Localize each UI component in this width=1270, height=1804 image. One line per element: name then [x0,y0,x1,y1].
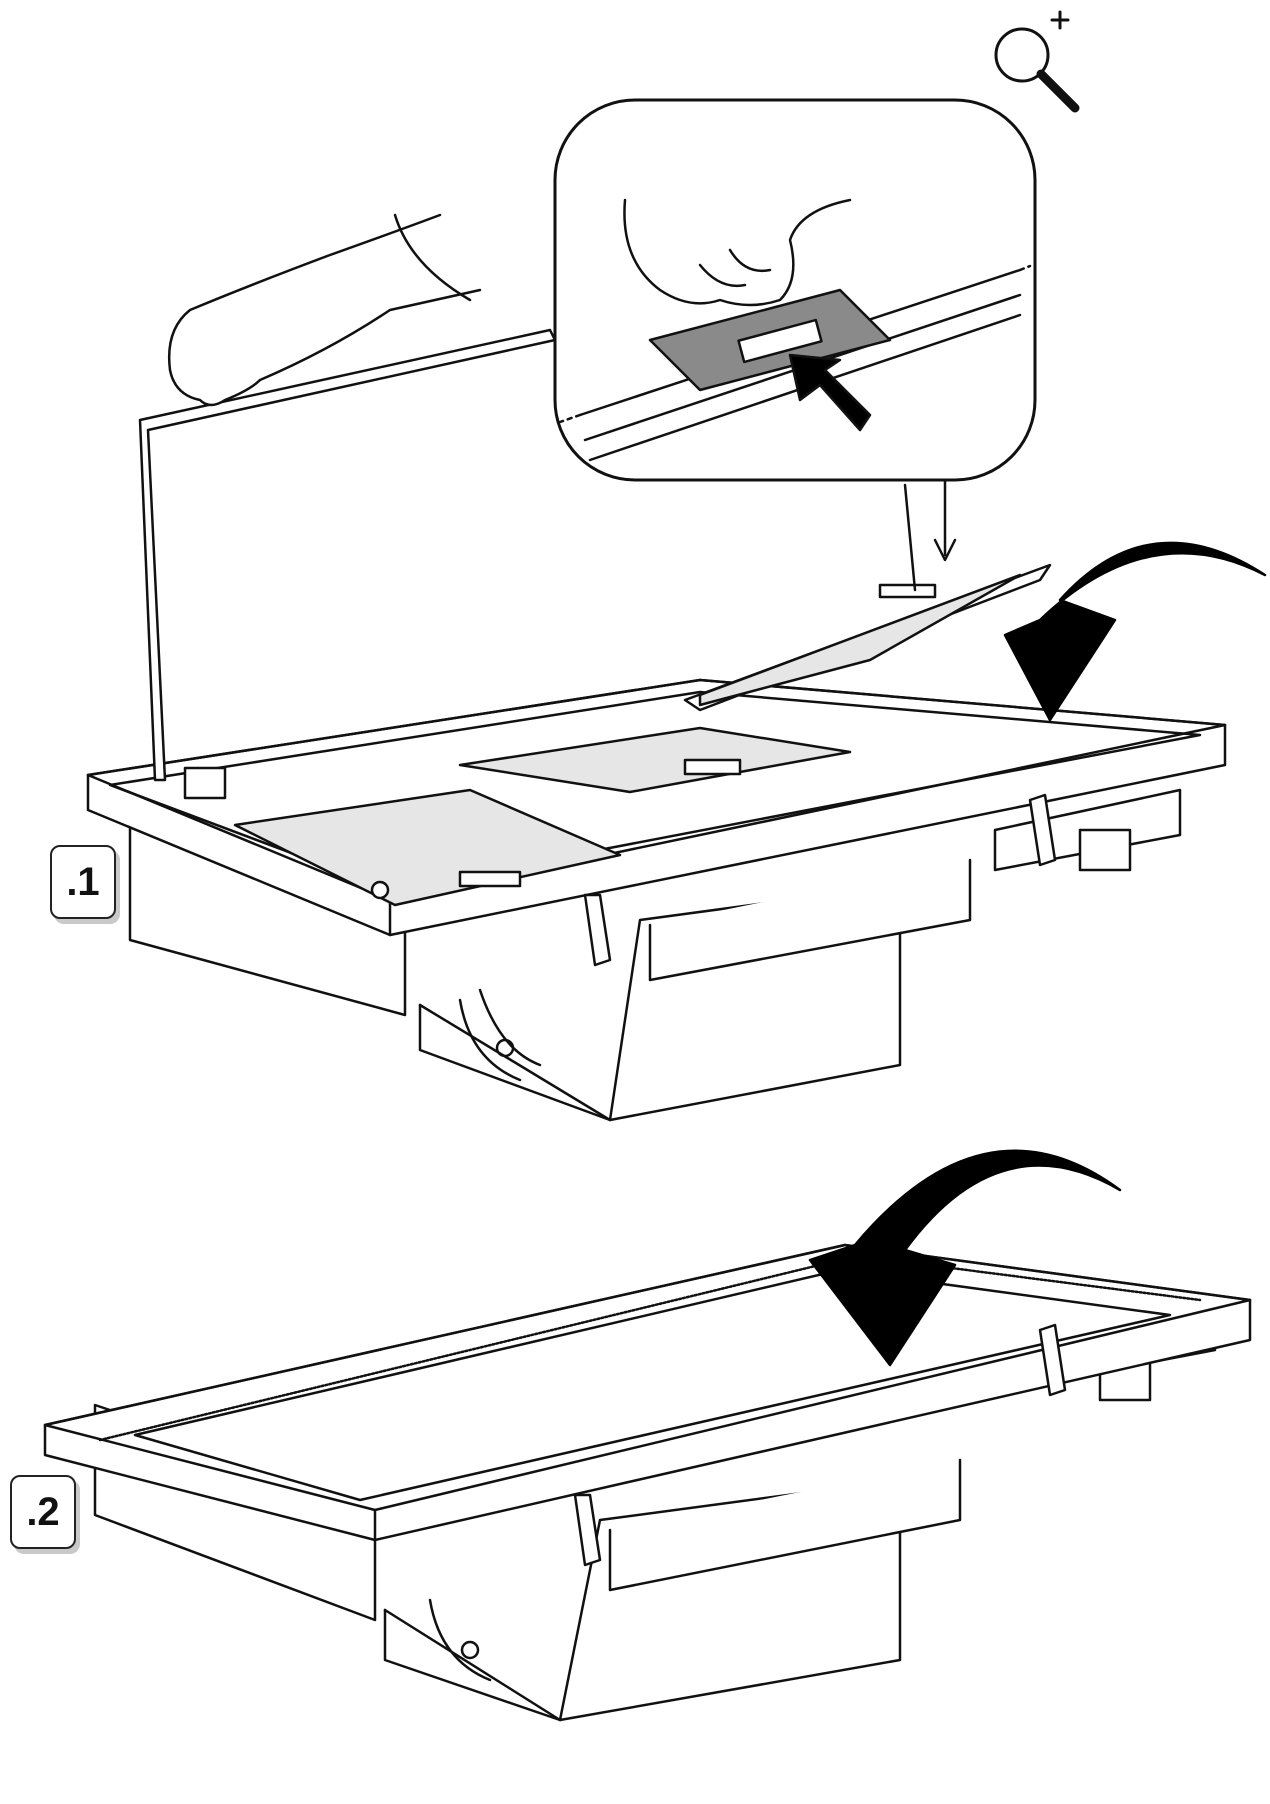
callout-bubble [553,98,1037,562]
step2-illustration [43,1149,1252,1722]
step-badge-1: .1 [50,845,116,919]
step-badge-2: .2 [10,1475,76,1549]
glass-lid [138,328,917,800]
middle-filter [458,726,852,794]
step-label-1: .1 [66,859,100,904]
step-label-2: .2 [26,1489,60,1534]
left-filter [233,788,622,907]
raised-filter [683,563,1052,712]
curved-arrow-icon [1003,541,1267,722]
clamps [583,793,1057,967]
hand [168,213,482,407]
step1-illustration [86,10,1267,1122]
magnifier-plus-icon [994,10,1080,113]
curved-arrow-icon-2 [808,1149,1122,1367]
clamps-2 [573,1323,1067,1567]
